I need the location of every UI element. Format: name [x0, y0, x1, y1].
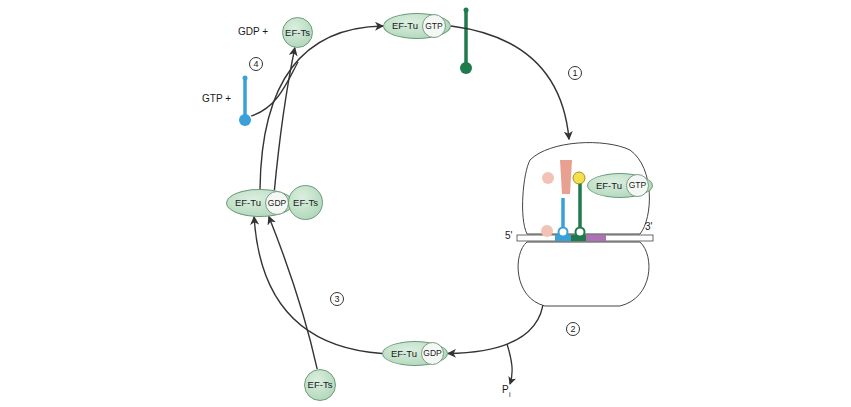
cycle-arrow: [274, 48, 294, 191]
callout-number: 3: [330, 292, 344, 306]
ribosome-outline: [505, 138, 660, 310]
cycle-arrow: [448, 299, 544, 354]
node-text: EF-Ts: [283, 18, 312, 47]
node-text: EF-Tu: [591, 174, 627, 197]
cycle-arrow: [269, 217, 317, 370]
trna-anticodon: [576, 228, 585, 237]
trna-stem: [464, 12, 468, 63]
nucleotide-circle: GDP: [265, 191, 289, 215]
nucleotide-circle: GTP: [626, 174, 649, 197]
node-text: GTP: [423, 15, 445, 37]
ef-tu-complex: EF-TuGDP: [226, 189, 294, 217]
ef-tu-complex: EF-TuGTP: [587, 173, 653, 198]
reaction-text: GTP +: [202, 93, 231, 104]
site-marker: [542, 172, 554, 184]
nucleotide-circle: GTP: [422, 14, 446, 38]
cycle-arrow: [254, 217, 382, 354]
trna-stem: [243, 80, 247, 116]
trna-stem: [561, 198, 565, 230]
trna-tip: [243, 76, 248, 81]
trna-anticodon: [239, 114, 251, 126]
reaction-text: GDP +: [238, 26, 268, 37]
subscript: i: [509, 391, 511, 398]
ef-ts-circle: EF-Ts: [288, 185, 323, 220]
trna-tip: [464, 8, 469, 13]
node-text: GDP: [266, 192, 288, 214]
peptidyl-trna: [560, 160, 572, 194]
nucleotide-circle: GDP: [421, 342, 444, 365]
ef-ts-circle: EF-Ts: [282, 17, 313, 48]
node-text: EF-Ts: [305, 370, 335, 400]
site-marker: [541, 225, 553, 237]
cycle-arrow: [260, 26, 383, 189]
small-subunit: [518, 242, 649, 306]
phosphate-symbol: P: [502, 384, 509, 395]
trna-stem: [578, 182, 582, 230]
trna-anticodon: [460, 62, 472, 74]
node-text: EF-Tu: [230, 190, 266, 216]
ef-tu-complex: EF-TuGDP: [382, 341, 448, 366]
release-arrow: [507, 344, 512, 384]
codon: [586, 235, 606, 241]
amino-acid: [573, 172, 585, 184]
node-text: EF-Ts: [289, 186, 322, 219]
node-text: GTP: [627, 175, 648, 196]
ef-tu-complex: EF-TuGTP: [383, 13, 451, 39]
node-text: EF-Tu: [386, 342, 422, 365]
ribosome: 5' 3' EF-TuGTP: [505, 138, 660, 310]
strand-end: 3': [645, 221, 652, 232]
cycle-arrow: [451, 26, 569, 139]
node-text: EF-Tu: [387, 14, 423, 38]
callout-number: 2: [566, 322, 580, 336]
large-subunit: [523, 143, 650, 234]
mrna-strand: [517, 235, 653, 241]
strand-end: 5': [505, 230, 512, 241]
callout-number: 4: [249, 57, 263, 71]
node-text: GDP: [422, 343, 443, 364]
trna-anticodon: [559, 228, 568, 237]
ef-ts-circle: EF-Ts: [304, 369, 336, 401]
callout-number: 1: [568, 66, 582, 80]
